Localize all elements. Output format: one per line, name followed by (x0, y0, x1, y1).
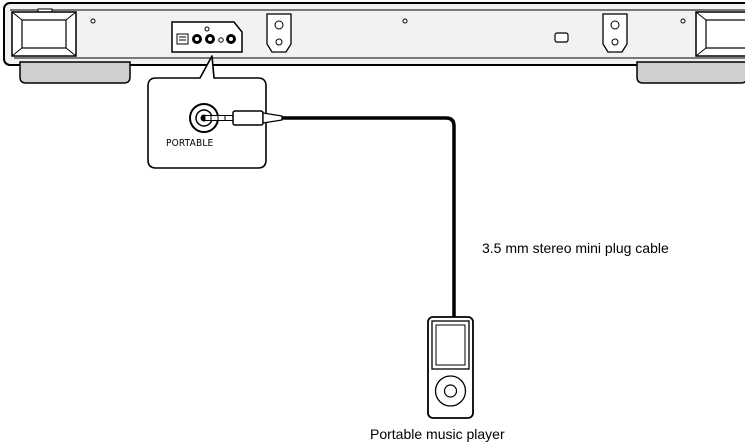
stereo-mini-plug-cable (282, 116, 456, 318)
mount-bracket-left (266, 13, 292, 53)
right-foot (636, 61, 745, 84)
portable-jack-label: PORTABLE (166, 138, 214, 149)
music-player-label: Portable music player (370, 426, 505, 442)
mount-bracket-right (602, 13, 628, 53)
portable-jack-socket (189, 103, 219, 133)
jack-callout (147, 55, 267, 169)
cable-label: 3.5 mm stereo mini plug cable (482, 240, 669, 256)
right-grille (695, 11, 745, 57)
left-foot (19, 61, 131, 84)
soundbar-rear-panel (3, 2, 745, 84)
connector-panel (171, 21, 243, 53)
left-grille (11, 11, 77, 57)
mini-plug-icon (204, 110, 283, 126)
music-player-icon (427, 316, 474, 419)
